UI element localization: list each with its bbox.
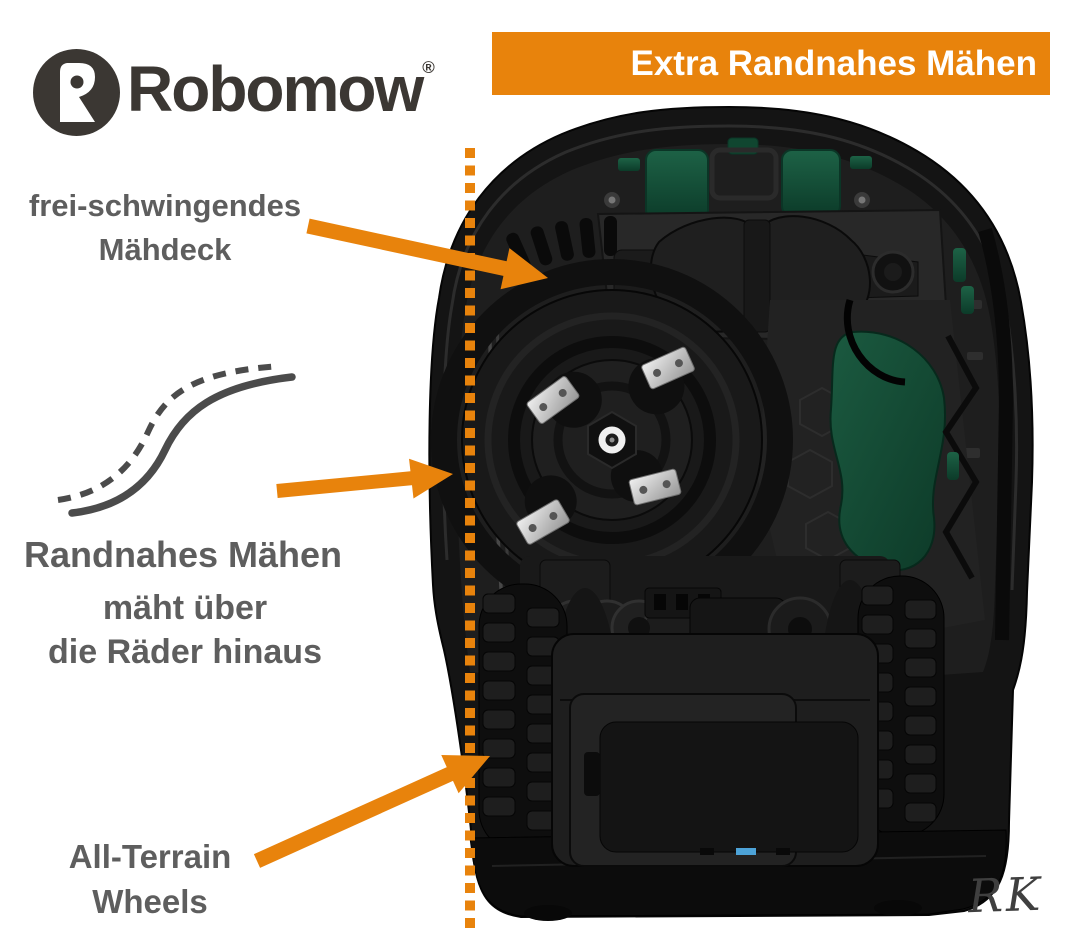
mower-top-assembly <box>506 137 949 342</box>
mow-deck <box>431 259 793 621</box>
robomow-logo-icon <box>33 49 120 136</box>
title-banner: Extra Randnahes Mähen <box>492 32 1050 95</box>
arrow-maehdeck <box>306 218 548 290</box>
wheel-right <box>820 575 945 837</box>
blade <box>526 371 602 428</box>
charge-port-blue <box>736 848 756 855</box>
label-maehdeck: frei-schwingendes Mähdeck <box>0 184 330 272</box>
drive-gear-section <box>520 556 901 678</box>
blade <box>628 346 695 415</box>
mower-body-shell <box>428 105 1034 919</box>
label-wheels: All-Terrain Wheels <box>0 834 300 924</box>
brand-wordmark: Robomow® <box>127 52 435 126</box>
mow-edge-curve-icon <box>57 363 296 517</box>
mower-right-interior <box>758 248 985 655</box>
label-maehdeck-line2: Mähdeck <box>98 232 232 267</box>
label-wheels-line2: Wheels <box>92 883 208 920</box>
artist-signature: RK <box>967 866 1044 924</box>
label-maehdeck-line1: frei-schwingendes <box>28 188 302 223</box>
label-randnahes-title: Randnahes Mähen <box>23 534 343 575</box>
label-randnahes-sub1: mäht über <box>102 589 268 627</box>
label-wheels-line1: All-Terrain <box>68 838 232 875</box>
wheel-left <box>478 583 619 853</box>
label-randnahes-subtitle: mäht über die Räder hinaus <box>5 586 365 674</box>
base-plate <box>469 829 1007 921</box>
label-randnahes-sub2: die Räder hinaus <box>48 633 322 671</box>
battery-compartment <box>551 633 879 867</box>
blade <box>516 475 577 545</box>
registered-mark: ® <box>422 58 435 77</box>
blade <box>610 450 682 506</box>
brand-name: Robomow <box>127 53 424 125</box>
